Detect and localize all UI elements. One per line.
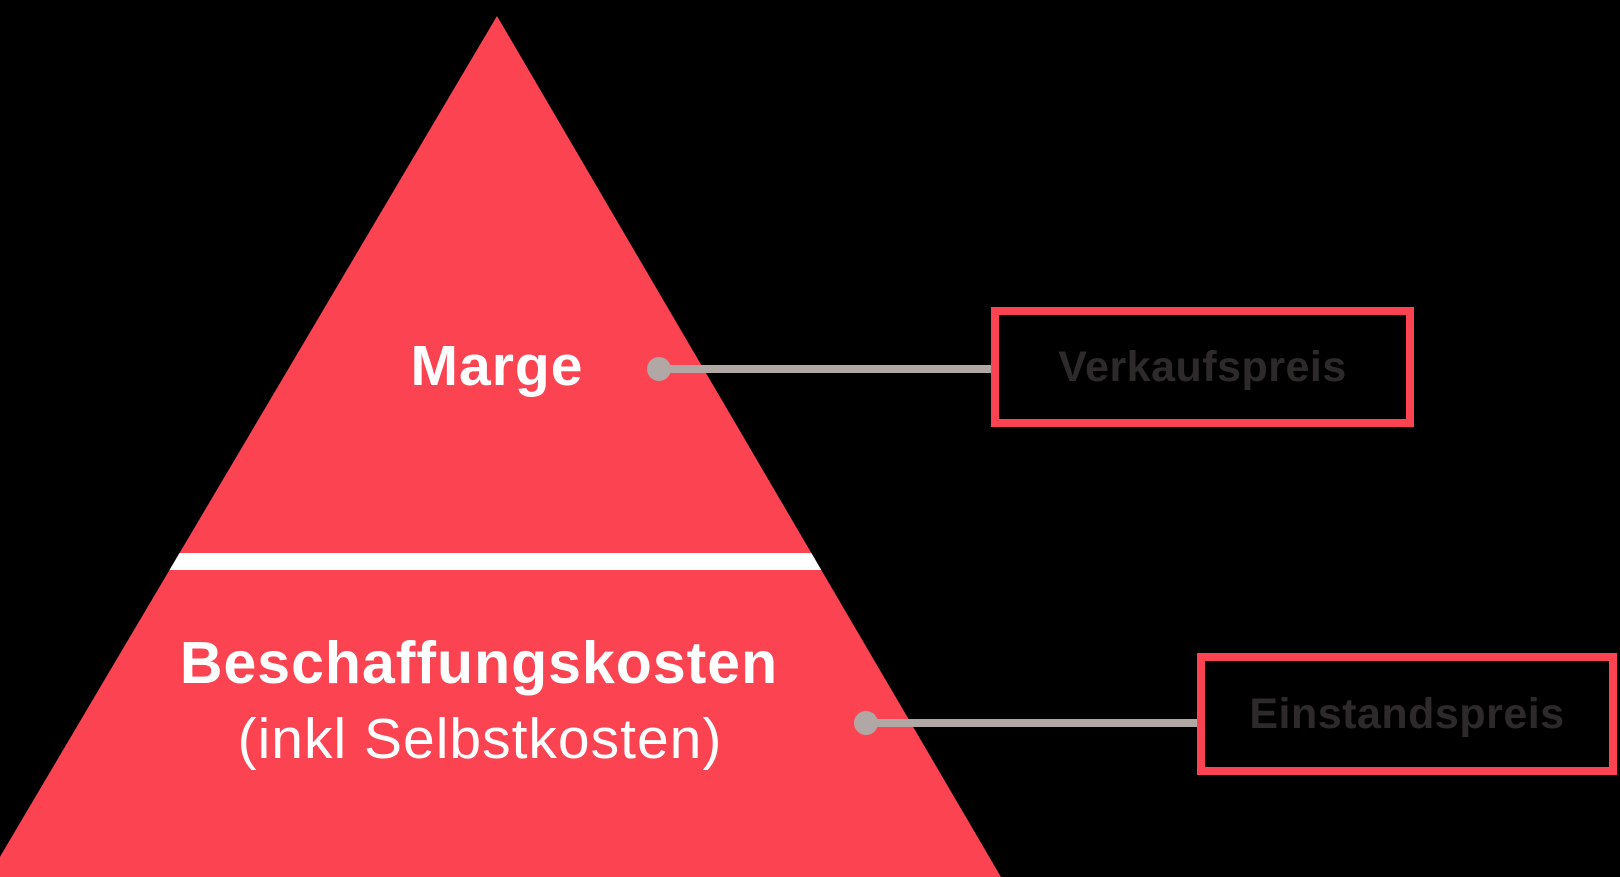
callout-box-verkaufspreis: Verkaufspreis — [991, 307, 1414, 427]
segment-divider-line — [0, 553, 1001, 570]
callout-label-verkaufspreis: Verkaufspreis — [1058, 342, 1347, 391]
segment-sublabel-selbstkosten: (inkl Selbstkosten) — [237, 707, 723, 771]
callout-box-einstandspreis: Einstandspreis — [1197, 653, 1617, 775]
connector-dot-verkaufspreis — [647, 357, 671, 381]
connector-line-einstandspreis — [866, 719, 1198, 727]
connector-dot-einstandspreis — [854, 711, 878, 735]
segment-label-beschaffungskosten: Beschaffungskosten — [179, 630, 779, 696]
callout-label-einstandspreis: Einstandspreis — [1249, 689, 1565, 738]
segment-label-marge: Marge — [410, 334, 584, 398]
connector-line-verkaufspreis — [659, 365, 993, 373]
